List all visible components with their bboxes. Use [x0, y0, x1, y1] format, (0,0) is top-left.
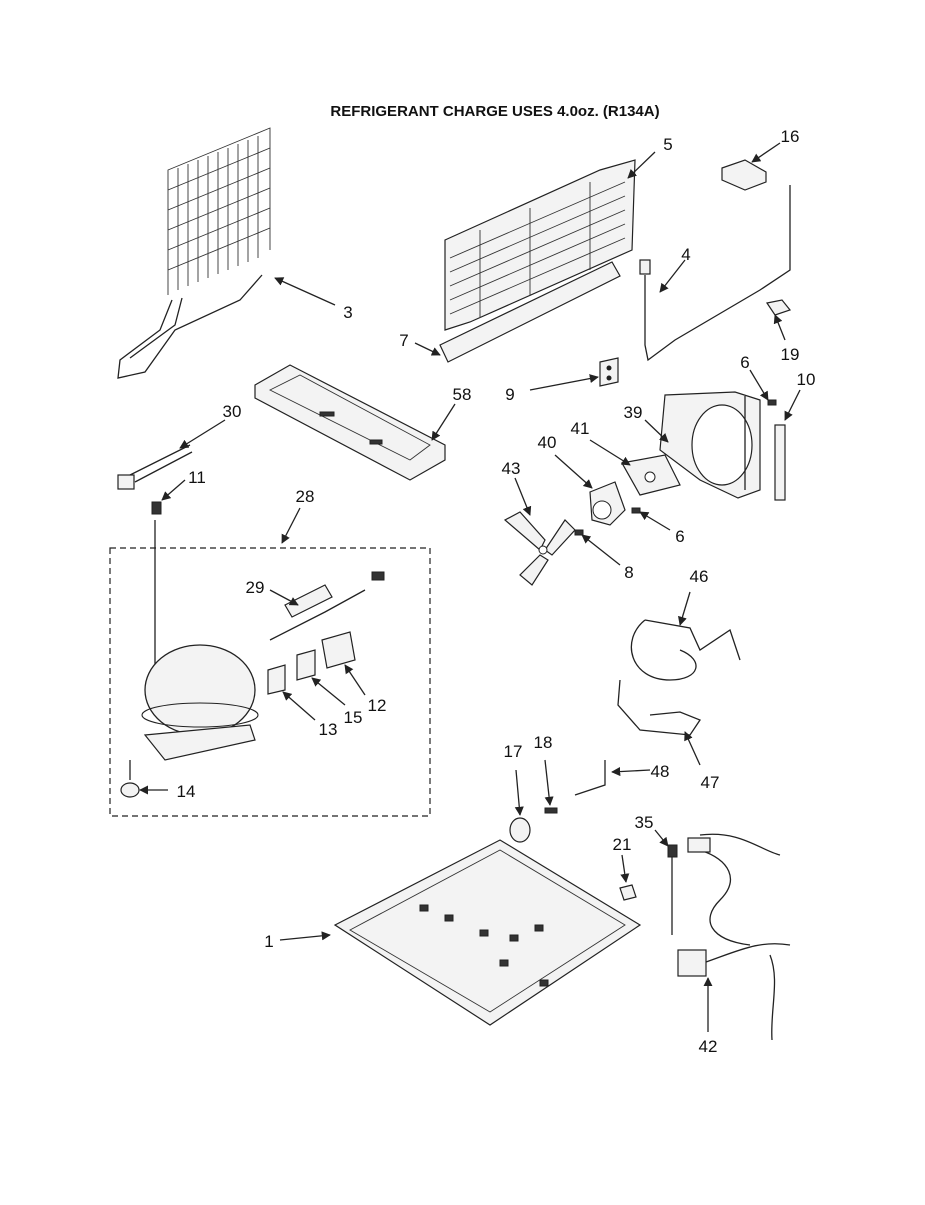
callout-9: 9: [505, 385, 514, 404]
callout-6-top: 6: [740, 353, 749, 372]
callout-30: 30: [223, 402, 242, 421]
compressor-kit-box: [109, 547, 431, 817]
callout-5: 5: [663, 135, 672, 154]
callout-58: 58: [453, 385, 472, 404]
tube-48: [574, 760, 606, 796]
compressor-grommet: [120, 760, 140, 798]
mounting-bracket: [599, 357, 619, 387]
callout-11: 11: [188, 468, 206, 487]
foam-strip: [774, 424, 786, 501]
callout-35: 35: [635, 813, 654, 832]
callout-47: 47: [701, 773, 720, 792]
callout-13: 13: [319, 720, 338, 739]
callout-15: 15: [344, 708, 363, 727]
condenser-coil: [117, 127, 271, 379]
leader-lines: [139, 142, 801, 1032]
roller-17: [509, 817, 531, 843]
tube-47: [617, 679, 701, 736]
sensor-clip: [766, 299, 792, 316]
callout-19: 19: [781, 345, 800, 364]
tube-46: [630, 619, 741, 681]
fan-motor: [589, 481, 626, 526]
overload-15: [296, 649, 316, 681]
callout-3: 3: [343, 303, 352, 322]
callout-18: 18: [534, 733, 553, 752]
callout-43: 43: [502, 459, 521, 478]
screw-top: [767, 399, 777, 406]
callout-7: 7: [399, 331, 408, 350]
cover-12: [321, 631, 356, 669]
callout-28: 28: [296, 487, 315, 506]
screw-35: [667, 844, 678, 935]
callout-29: 29: [246, 578, 265, 597]
callout-12: 12: [368, 696, 387, 715]
callout-41: 41: [571, 419, 590, 438]
wire-harness: [677, 833, 791, 1041]
compressor: [141, 520, 259, 761]
callout-14: 14: [177, 782, 196, 801]
callout-16: 16: [781, 127, 800, 146]
machine-base: [333, 839, 642, 1026]
power-cord-connector: [117, 444, 193, 490]
callout-42: 42: [699, 1037, 718, 1056]
axle-18: [544, 807, 558, 814]
relay-13: [267, 664, 286, 695]
callout-48: 48: [651, 762, 670, 781]
screw-11: [151, 501, 162, 515]
fan-shroud: [659, 391, 761, 499]
nut-21: [619, 884, 637, 901]
callout-40: 40: [538, 433, 557, 452]
callout-10: 10: [797, 370, 816, 389]
fan-motor-plate: [621, 454, 681, 496]
drain-trough: [254, 364, 446, 481]
callout-labels: 1 3 4 5 6 6 7 8 9 10 11 12 13 14 15 16 1…: [177, 127, 816, 1056]
screw-motor: [574, 529, 584, 536]
thermostat-cap: [721, 159, 767, 191]
callout-4: 4: [681, 245, 690, 264]
evaporator: [439, 159, 636, 363]
callout-46: 46: [690, 567, 709, 586]
defrost-thermostat-wire: [639, 185, 791, 362]
callout-6-bottom: 6: [675, 527, 684, 546]
diagram-title: REFRIGERANT CHARGE USES 4.0oz. (R134A): [330, 103, 659, 120]
start-device: [269, 571, 385, 641]
screw-plate: [631, 507, 641, 514]
callout-21: 21: [613, 835, 632, 854]
callout-8: 8: [624, 563, 633, 582]
fan-blade: [503, 511, 576, 586]
callout-39: 39: [624, 403, 643, 422]
callout-1: 1: [264, 932, 273, 951]
callout-17: 17: [504, 742, 523, 761]
